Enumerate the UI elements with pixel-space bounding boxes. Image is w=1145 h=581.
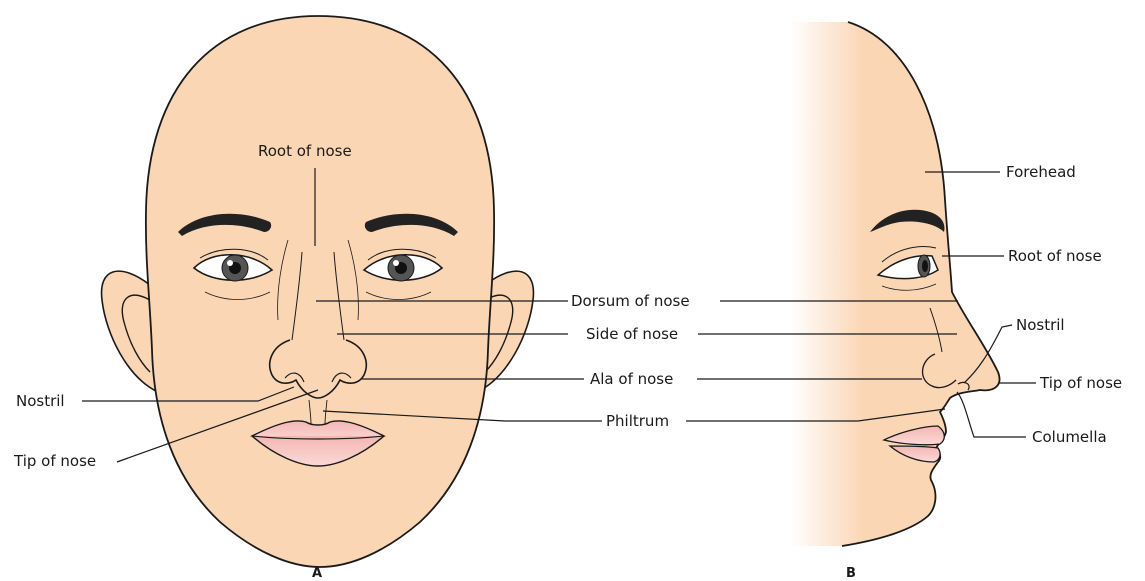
label-nostril-front: Nostril xyxy=(16,392,65,410)
profile-head xyxy=(790,22,999,546)
label-root-of-nose-front: Root of nose xyxy=(258,142,352,160)
profile-face xyxy=(790,22,999,546)
label-forehead: Forehead xyxy=(1006,163,1076,181)
label-philtrum: Philtrum xyxy=(606,412,669,430)
label-dorsum-of-nose: Dorsum of nose xyxy=(571,292,690,310)
label-root-of-nose-profile: Root of nose xyxy=(1008,247,1102,265)
label-tip-of-nose-profile: Tip of nose xyxy=(1040,374,1122,392)
label-nostril-profile: Nostril xyxy=(1016,316,1065,334)
panel-label-b: B xyxy=(846,566,856,581)
head-outline xyxy=(146,16,494,567)
leader-columella xyxy=(957,392,1026,437)
label-side-of-nose: Side of nose xyxy=(586,325,678,343)
front-face xyxy=(102,16,534,567)
label-tip-of-nose-front: Tip of nose xyxy=(14,452,96,470)
panel-label-a: A xyxy=(312,566,322,581)
label-ala-of-nose: Ala of nose xyxy=(590,370,673,388)
label-columella: Columella xyxy=(1032,428,1107,446)
